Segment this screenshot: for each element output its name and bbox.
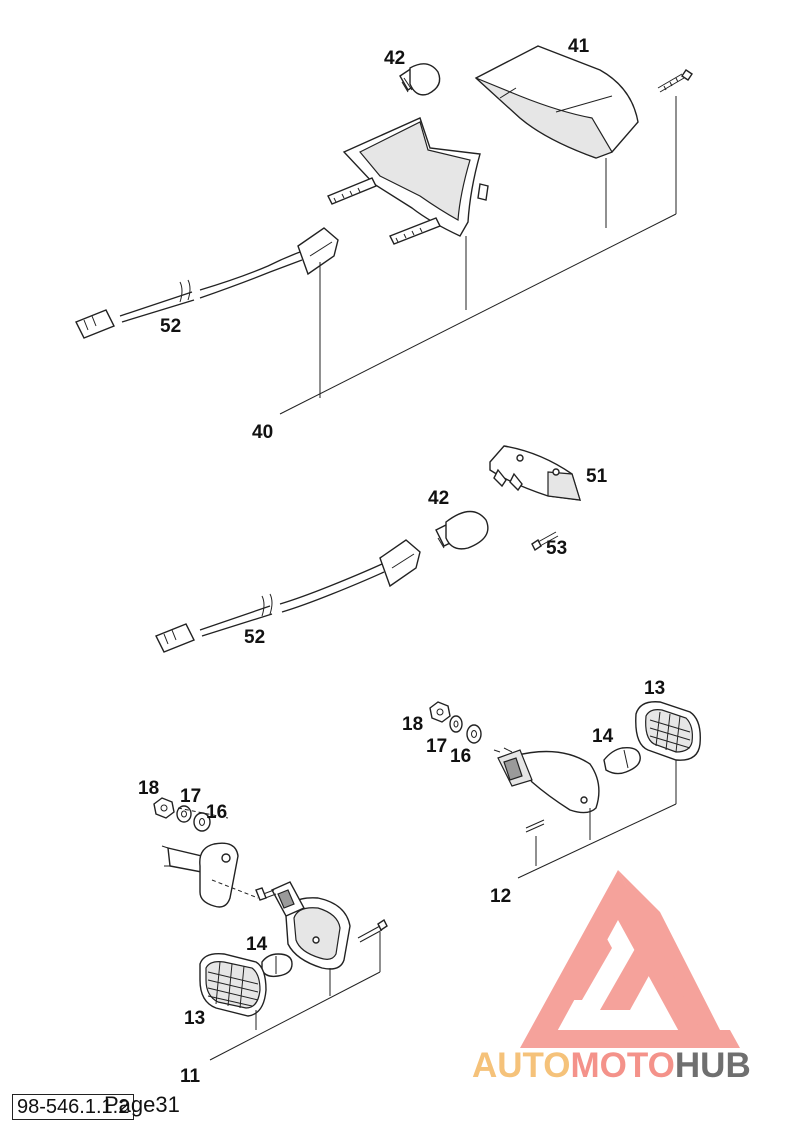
bulb-middle xyxy=(435,510,489,550)
watermark-moto: MOTO xyxy=(571,1046,675,1085)
label-16-left: 16 xyxy=(206,802,227,823)
indicator-body-right xyxy=(493,747,600,833)
bulb-14-left xyxy=(261,953,293,978)
label-17-right: 17 xyxy=(426,736,447,757)
label-16-right: 16 xyxy=(450,746,471,767)
watermark-hub: HUB xyxy=(675,1046,751,1085)
lamp-lens-41 xyxy=(474,45,639,159)
label-13-left: 13 xyxy=(184,1008,205,1029)
label-14-left: 14 xyxy=(246,934,268,955)
lamp-housing-40 xyxy=(327,117,489,245)
indicator-body-left xyxy=(255,881,351,970)
screw-53 xyxy=(531,531,559,552)
watermark-auto: AUTO xyxy=(472,1046,571,1085)
label-11: 11 xyxy=(180,1066,201,1087)
label-52-middle: 52 xyxy=(244,627,265,648)
label-51: 51 xyxy=(586,466,608,487)
screw-left xyxy=(357,918,388,943)
label-18-left: 18 xyxy=(138,778,159,799)
lens-13-left xyxy=(199,953,267,1017)
label-12: 12 xyxy=(490,886,511,907)
document-number: 98-546.1.1.2 xyxy=(12,1094,135,1120)
lens-13-right xyxy=(635,701,701,761)
label-13-right: 13 xyxy=(644,678,665,699)
label-40: 40 xyxy=(252,422,273,443)
label-42-middle: 42 xyxy=(428,488,449,509)
leaders-40 xyxy=(279,96,677,415)
watermark-text: AUTOMOTOHUB xyxy=(472,1046,751,1085)
label-18-right: 18 xyxy=(402,714,423,735)
label-42-top: 42 xyxy=(384,48,405,69)
wiring-harness-middle xyxy=(155,539,421,653)
mounting-bracket xyxy=(161,842,259,908)
page-number: Page31 xyxy=(104,1092,180,1117)
label-52-top: 52 xyxy=(160,316,181,337)
washers-left xyxy=(153,797,229,832)
label-41: 41 xyxy=(568,36,590,57)
bracket-51 xyxy=(489,445,581,501)
watermark-logo xyxy=(520,870,740,1048)
bulb-14-right xyxy=(603,746,641,775)
bulb-top xyxy=(399,63,441,96)
label-53: 53 xyxy=(546,538,567,559)
leaders-11 xyxy=(209,932,381,1061)
wiring-harness-top xyxy=(75,227,339,339)
label-17-left: 17 xyxy=(180,786,201,807)
screw-top xyxy=(657,69,693,93)
leaders-12 xyxy=(517,760,677,879)
label-14-right: 14 xyxy=(592,726,614,747)
washers-right xyxy=(429,701,482,744)
